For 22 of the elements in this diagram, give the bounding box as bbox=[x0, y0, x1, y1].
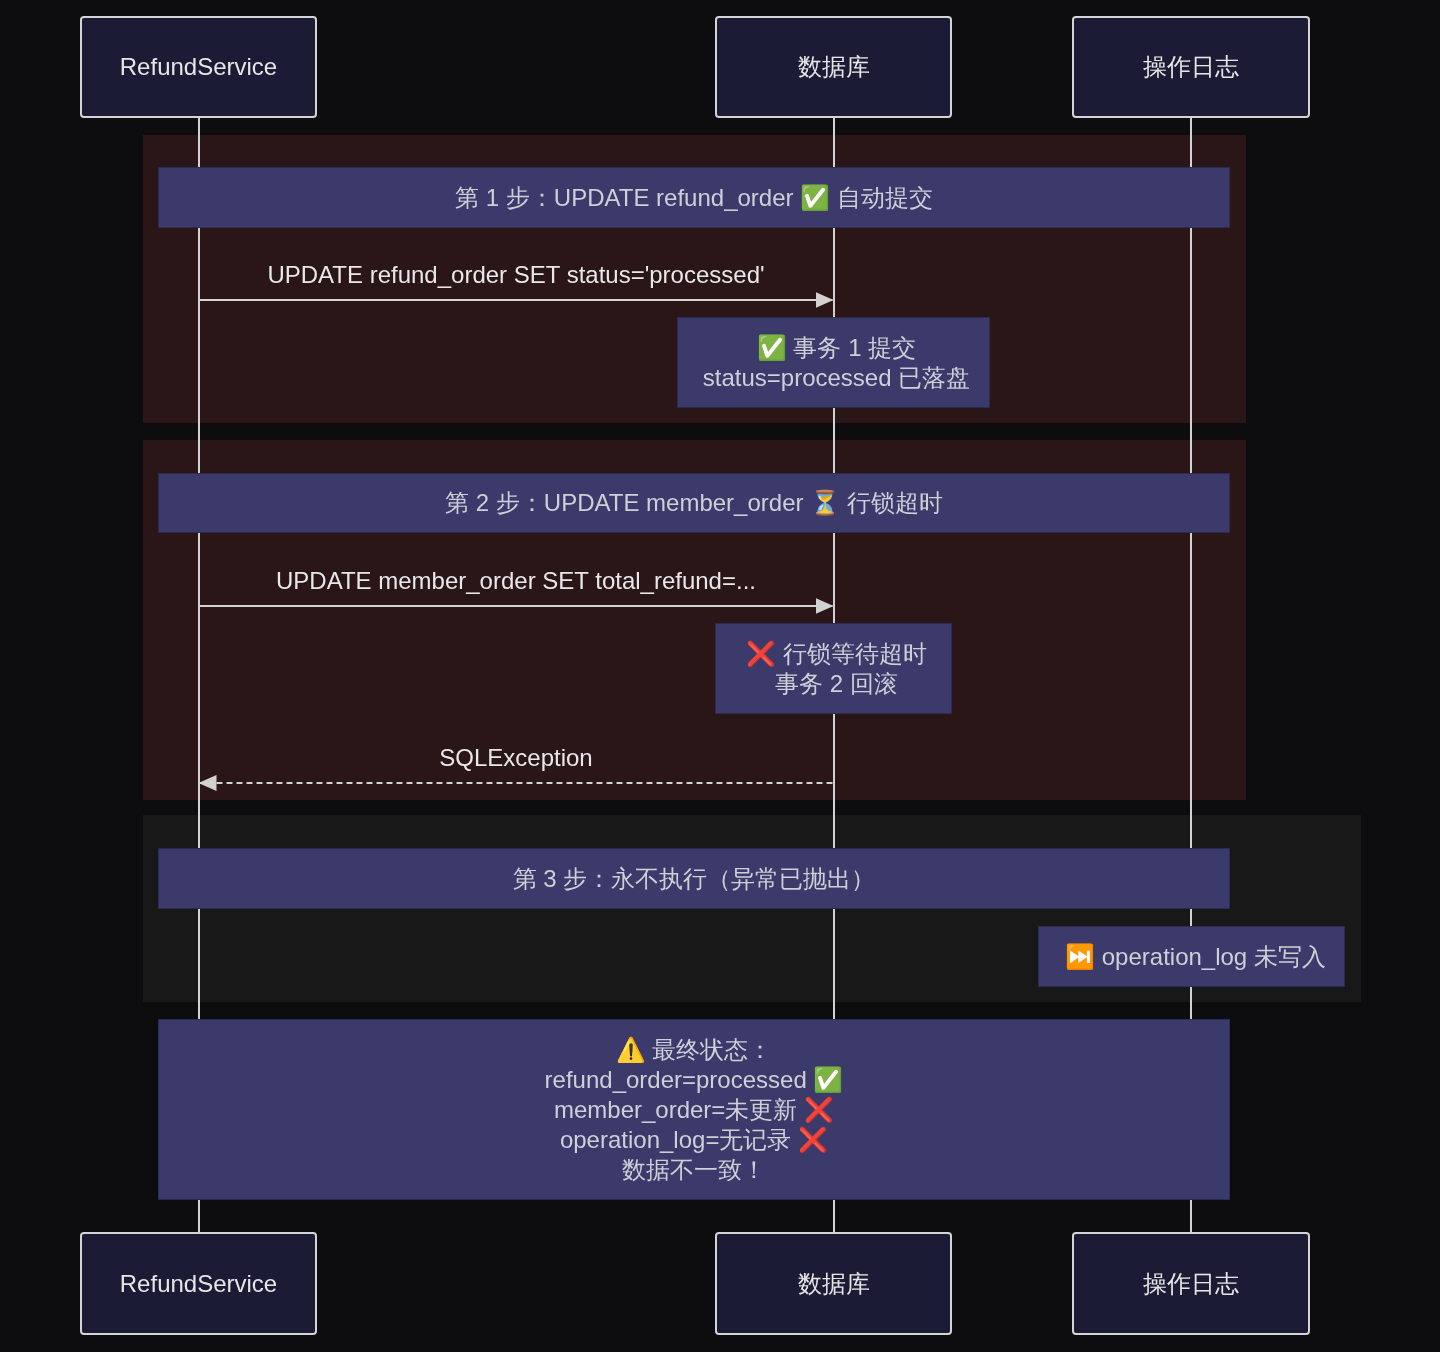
message-arrow bbox=[198, 598, 834, 614]
participant-box: 数据库 bbox=[715, 16, 952, 118]
note-box: 第 2 步：UPDATE member_order ⏳ 行锁超时 bbox=[158, 473, 1230, 533]
highlight-region bbox=[143, 135, 1246, 423]
participant-box: RefundService bbox=[80, 1232, 317, 1335]
note-box: ❌ 行锁等待超时事务 2 回滚 bbox=[715, 623, 952, 714]
participant-box: 操作日志 bbox=[1072, 16, 1310, 118]
note-box: 第 1 步：UPDATE refund_order ✅ 自动提交 bbox=[158, 167, 1230, 228]
participant-box: 数据库 bbox=[715, 1232, 952, 1335]
participant-box: 操作日志 bbox=[1072, 1232, 1310, 1335]
note-box: ⏭ operation_log 未写入 bbox=[1038, 926, 1345, 987]
message-arrow bbox=[198, 292, 834, 308]
note-box: ⚠ 最终状态： refund_order=processed ✅ member_order=未更新 ❌ operation_log=无记录 ❌ 数据不一致！ bbox=[158, 1019, 1230, 1200]
note-box: ✅ 事务 1 提交 status=processed 已落盘 bbox=[677, 317, 990, 408]
highlight-region bbox=[143, 815, 1361, 1002]
message-label: UPDATE refund_order SET status='processed' bbox=[267, 261, 765, 289]
highlight-region bbox=[143, 440, 1246, 800]
message-label: UPDATE member_order SET total_refund=... bbox=[276, 567, 756, 595]
note-box: 第 3 步：永不执行（异常已抛出） bbox=[158, 848, 1230, 909]
message-label: SQLException bbox=[439, 744, 593, 772]
message-arrow bbox=[198, 775, 834, 791]
participant-box: RefundService bbox=[80, 16, 317, 118]
